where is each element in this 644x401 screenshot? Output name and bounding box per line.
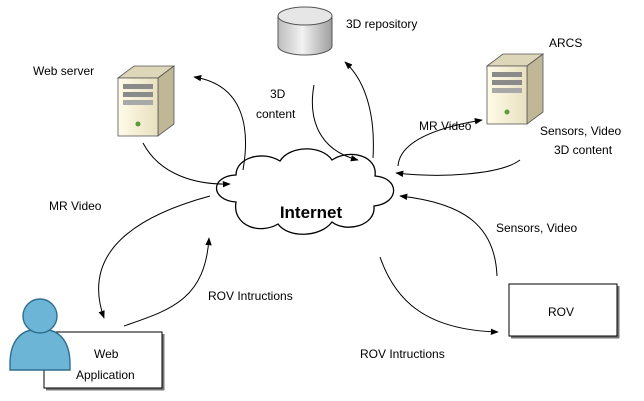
internet-label: Internet [280, 203, 343, 222]
content-label-line2: content [256, 107, 296, 121]
internet-cloud: Internet [216, 148, 395, 235]
rov-box [508, 283, 618, 337]
edge-webapp-to-internet [123, 237, 212, 327]
rov-instructions-rov-label: ROV Intructions [360, 347, 445, 361]
web-server-icon [116, 65, 176, 137]
web-application-label-line1: Web [94, 347, 119, 361]
repository-cylinder-icon [277, 6, 333, 56]
edge-internet-to-webserver [193, 74, 246, 171]
edge-rov-to-internet [399, 193, 498, 277]
arcs-output-label-line2: 3D content [554, 143, 613, 157]
repository-label: 3D repository [346, 17, 417, 31]
web-server-label: Web server [33, 64, 94, 78]
arcs-server-icon [485, 53, 545, 125]
edge-webserver-to-internet [142, 142, 231, 188]
edge-internet-to-arcs [397, 118, 483, 167]
edge-internet-to-repository [344, 61, 374, 159]
rov-instructions-app-label: ROV Intructions [208, 289, 293, 303]
rov-label: ROV [548, 305, 574, 319]
arcs-output-label-line1: Sensors, Video [540, 124, 621, 138]
sensors-video-rov-label: Sensors, Video [496, 221, 577, 235]
mr-video-arcs-label: MR Video [419, 119, 472, 133]
content-label-line1: 3D [270, 87, 286, 101]
edge-internet-to-webapp [98, 195, 211, 319]
mr-video-left-label: MR Video [49, 199, 102, 213]
arcs-label: ARCS [549, 36, 582, 50]
edge-internet-to-rov [379, 256, 499, 335]
edge-repository-to-internet [311, 84, 359, 162]
web-application-label-line2: Application [76, 368, 135, 382]
user-icon [9, 298, 71, 371]
edge-arcs-to-internet [395, 159, 521, 177]
